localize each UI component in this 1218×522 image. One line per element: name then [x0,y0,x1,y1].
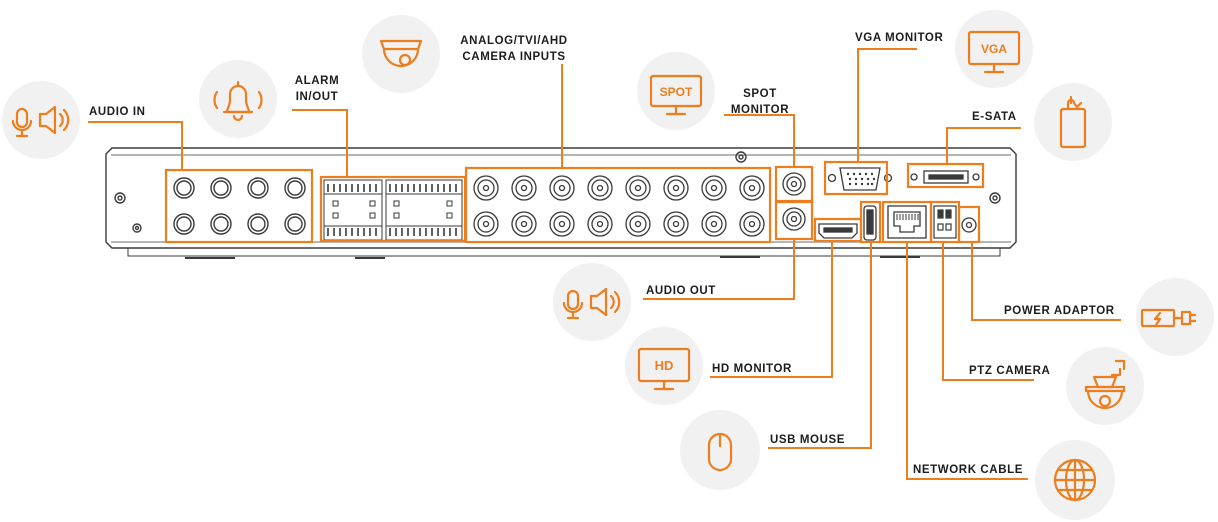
audio-in-jacks [173,177,306,235]
microphone-speaker-icon [11,105,70,138]
label-alarm-line2: IN/OUT [295,91,339,103]
label-spot-monitor: SPOT MONITOR [726,86,794,118]
network-icon-circle [1035,440,1115,520]
ptz-terminal [933,205,957,239]
dc-power-jack [961,217,977,233]
ptz-camera-icon [1084,359,1126,410]
label-usb-mouse: USB MOUSE [770,434,846,446]
port-highlights [164,160,985,244]
label-camera-line1: ANALOG/TVI/AHD [460,35,568,47]
label-audio-out: AUDIO OUT [646,285,716,297]
audio-in-icon-circle [2,81,80,159]
dome-camera-icon [379,39,423,68]
vga-icon-text: VGA [981,42,1007,56]
spot-icon-text: SPOT [660,85,693,99]
label-camera-inputs: ANALOG/TVI/AHD CAMERA INPUTS [450,33,578,65]
label-alarm-in-out: ALARM IN/OUT [286,73,348,105]
label-hd-monitor: HD MONITOR [712,363,792,375]
audio-out-icon-circle [553,263,631,341]
label-e-sata: E-SATA [972,111,1017,123]
spot-monitor-icon: SPOT [649,74,703,116]
rj45-port [887,205,927,239]
label-network-cable: NETWORK CABLE [913,464,1024,476]
alarm-terminal-block [323,179,463,241]
vga-port [827,167,893,191]
hd-icon-circle: HD [625,327,703,405]
esata-port [910,170,980,184]
hd-monitor-icon: HD [637,347,691,391]
label-spot-line1: SPOT [743,88,777,100]
label-vga-monitor: VGA MONITOR [855,32,944,44]
globe-icon [1053,458,1097,502]
vga-monitor-icon: VGA [967,30,1021,74]
hdmi-port [818,223,858,239]
label-alarm-line1: ALARM [294,75,340,87]
vga-icon-circle: VGA [955,10,1033,88]
spot-icon-circle: SPOT [637,52,715,130]
power-icon-circle [1136,278,1214,356]
esata-icon-circle [1034,83,1112,161]
alarm-bell-icon [213,80,263,122]
alarm-icon-circle [199,60,277,138]
leader-lines [88,48,1121,480]
label-camera-line2: CAMERA INPUTS [462,51,566,63]
label-spot-line2: MONITOR [730,104,790,116]
label-ptz-camera: PTZ CAMERA [969,365,1051,377]
ptz-icon-circle [1066,347,1144,425]
usb-icon-circle [680,410,760,490]
usb-port [863,205,877,241]
camera-bnc-inputs [473,172,806,237]
microphone-speaker-icon [562,287,621,320]
esata-drive-icon [1059,95,1087,149]
label-audio-in: AUDIO IN [89,106,146,118]
power-adaptor-icon [1140,308,1197,328]
mouse-icon [707,432,733,472]
hd-icon-text: HD [655,358,674,373]
label-power-adaptor: POWER ADAPTOR [1004,305,1115,317]
camera-icon-circle [362,15,440,93]
